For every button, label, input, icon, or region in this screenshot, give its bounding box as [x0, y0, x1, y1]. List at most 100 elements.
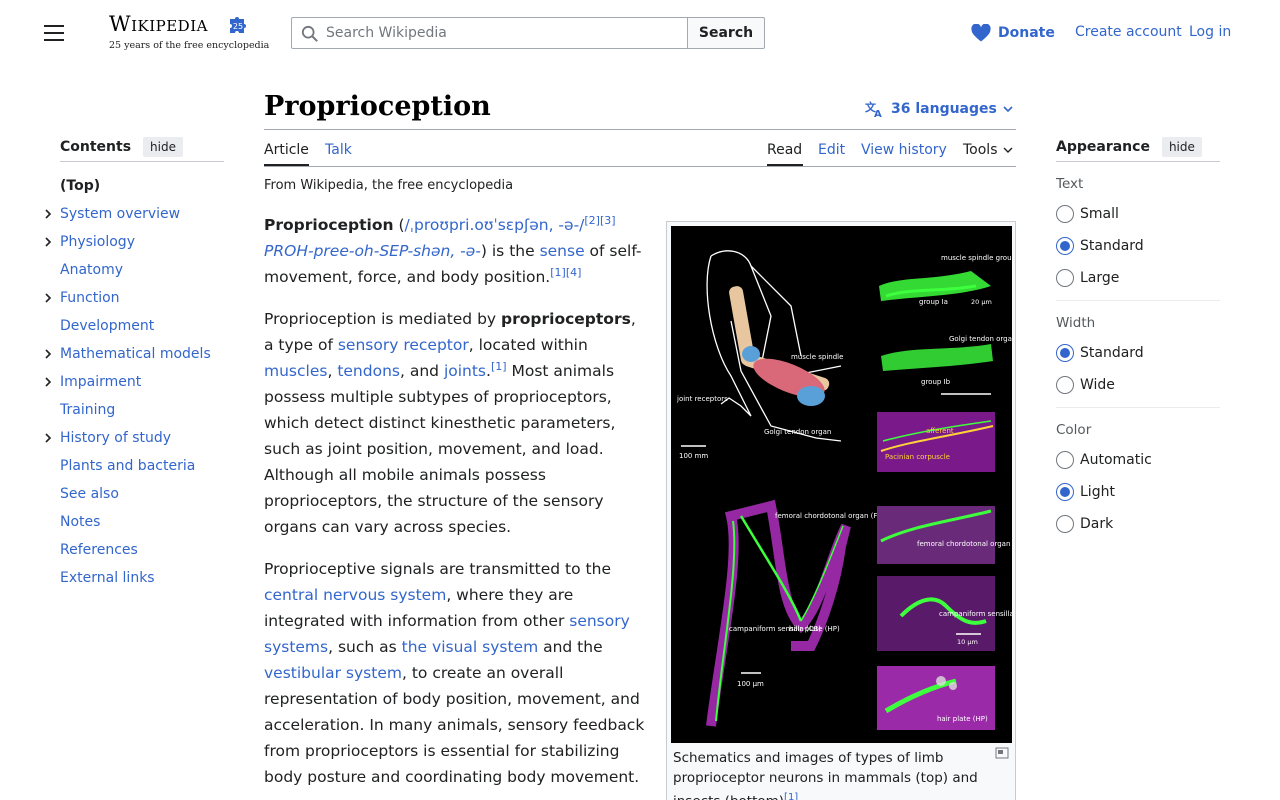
chevron-right-icon[interactable]	[43, 433, 53, 443]
toc-item-label: Plants and bacteria	[60, 458, 196, 474]
link-tendons[interactable]: tendons	[337, 362, 400, 380]
search-box[interactable]	[291, 17, 688, 49]
citation[interactable]: [1][4]	[550, 265, 582, 279]
toc-item[interactable]: See also	[60, 480, 224, 508]
toc-hide-button[interactable]: hide	[143, 136, 183, 157]
radio-option[interactable]: Standard	[1056, 230, 1220, 262]
link-sensory-receptor[interactable]: sensory receptor	[337, 336, 469, 354]
figure-label: Golgi tendon organ	[949, 335, 1012, 343]
figure-label: femoral chordotonal organ (FeCO)	[775, 512, 895, 520]
radio-button[interactable]	[1056, 376, 1074, 394]
appearance-header: Appearance hide	[1056, 134, 1220, 162]
tab-article[interactable]: Article	[264, 142, 309, 158]
language-selector[interactable]: 文 A 36 languages	[865, 100, 1019, 118]
login-link[interactable]: Log in	[1189, 24, 1232, 40]
paragraph: Proprioception is mediated by propriocep…	[264, 306, 648, 540]
search-input[interactable]	[326, 18, 682, 48]
tab-read[interactable]: Read	[767, 142, 803, 158]
radio-option[interactable]: Dark	[1056, 508, 1220, 540]
ipa-link[interactable]: /ˌproʊpri.oʊˈsɛpʃən, -ə-/	[404, 216, 585, 234]
chevron-right-icon[interactable]	[43, 293, 53, 303]
radio-button[interactable]	[1056, 483, 1074, 501]
radio-option[interactable]: Light	[1056, 476, 1220, 508]
radio-option[interactable]: Standard	[1056, 337, 1220, 369]
figure-illustration: 100 mm joint receptors muscle spindle Go…	[671, 226, 1012, 743]
tab-talk[interactable]: Talk	[325, 142, 352, 158]
radio-button[interactable]	[1056, 451, 1074, 469]
toc-item[interactable]: Function	[45, 284, 224, 312]
toc-item[interactable]: External links	[60, 564, 224, 592]
text: , located within	[468, 336, 588, 354]
main-menu-button[interactable]	[44, 25, 64, 41]
toc-item-label: (Top)	[60, 178, 101, 194]
appearance-hide-button[interactable]: hide	[1161, 136, 1202, 157]
toc-item[interactable]: Mathematical models	[45, 340, 224, 368]
link-muscles[interactable]: muscles	[264, 362, 328, 380]
link-vestibular-system[interactable]: vestibular system	[264, 664, 402, 682]
radio-option[interactable]: Small	[1056, 198, 1220, 230]
respelling[interactable]: PROH-pree-oh-SEP-shən, -ə-	[264, 242, 481, 260]
toc-item[interactable]: Plants and bacteria	[60, 452, 224, 480]
toc-item-label: History of study	[60, 430, 172, 446]
proprioceptor-figure-image[interactable]: 100 mm joint receptors muscle spindle Go…	[671, 226, 1012, 743]
enlarge-icon[interactable]	[995, 747, 1009, 759]
citation[interactable]: [1]	[490, 359, 507, 373]
radio-option[interactable]: Large	[1056, 262, 1220, 294]
tab-view-history[interactable]: View history	[861, 142, 947, 158]
logo-tagline: 25 years of the free encyclopedia	[109, 40, 270, 51]
link-joints[interactable]: joints	[443, 362, 487, 380]
link-sensory-systems[interactable]: sensory systems	[264, 612, 630, 656]
svg-text:25: 25	[233, 22, 243, 31]
toc-item[interactable]: System overview	[45, 200, 224, 228]
tools-menu[interactable]: Tools	[963, 142, 1013, 158]
toc-item[interactable]: Training	[60, 396, 224, 424]
radio-button[interactable]	[1056, 515, 1074, 533]
search-button[interactable]: Search	[687, 17, 765, 49]
chevron-right-icon[interactable]	[43, 209, 53, 219]
radio-button[interactable]	[1056, 237, 1074, 255]
figure-label: muscle spindle	[791, 353, 843, 361]
toc-item-label: Training	[60, 402, 116, 418]
citation[interactable]: [2][3]	[584, 213, 616, 227]
group-label: Color	[1056, 422, 1092, 438]
wikipedia-logo[interactable]: Wikipedia 25 25 years of the free encycl…	[109, 12, 270, 54]
toc-item[interactable]: (Top)	[60, 172, 224, 200]
tab-edit[interactable]: Edit	[818, 142, 846, 158]
chevron-right-icon[interactable]	[43, 377, 53, 387]
chevron-right-icon[interactable]	[43, 237, 53, 247]
toc-item[interactable]: Physiology	[45, 228, 224, 256]
text: , a type of	[264, 310, 636, 354]
radio-button[interactable]	[1056, 344, 1074, 362]
radio-option[interactable]: Wide	[1056, 369, 1220, 401]
toc-item[interactable]: History of study	[45, 424, 224, 452]
toc-item-label: Impairment	[60, 374, 142, 390]
toc-item[interactable]: References	[60, 536, 224, 564]
link-central-nervous-system[interactable]: central nervous system	[264, 586, 447, 604]
figure-label: 10 µm	[957, 638, 978, 646]
link-sense[interactable]: sense	[539, 242, 585, 260]
figure-label: Pacinian corpuscle	[885, 453, 950, 461]
radio-button[interactable]	[1056, 205, 1074, 223]
language-count: 36 languages	[891, 101, 997, 117]
site-header: Wikipedia 25 25 years of the free encycl…	[0, 0, 1280, 66]
donate-link[interactable]: Donate	[971, 22, 1055, 44]
create-account-link[interactable]: Create account	[1075, 24, 1182, 40]
toc-item[interactable]: Notes	[60, 508, 224, 536]
infobox-figure: 100 mm joint receptors muscle spindle Go…	[666, 221, 1016, 800]
toc-item[interactable]: Development	[60, 312, 224, 340]
toc-title: Contents	[60, 138, 132, 155]
toc-item[interactable]: Impairment	[45, 368, 224, 396]
citation[interactable]: [1]	[784, 792, 799, 800]
radio-option[interactable]: Automatic	[1056, 444, 1220, 476]
chevron-right-icon[interactable]	[43, 349, 53, 359]
toc-item[interactable]: Anatomy	[60, 256, 224, 284]
link-visual-system[interactable]: the visual system	[401, 638, 539, 656]
text: , such as	[328, 638, 402, 656]
bold-term: Proprioception	[264, 216, 394, 234]
radio-button[interactable]	[1056, 269, 1074, 287]
